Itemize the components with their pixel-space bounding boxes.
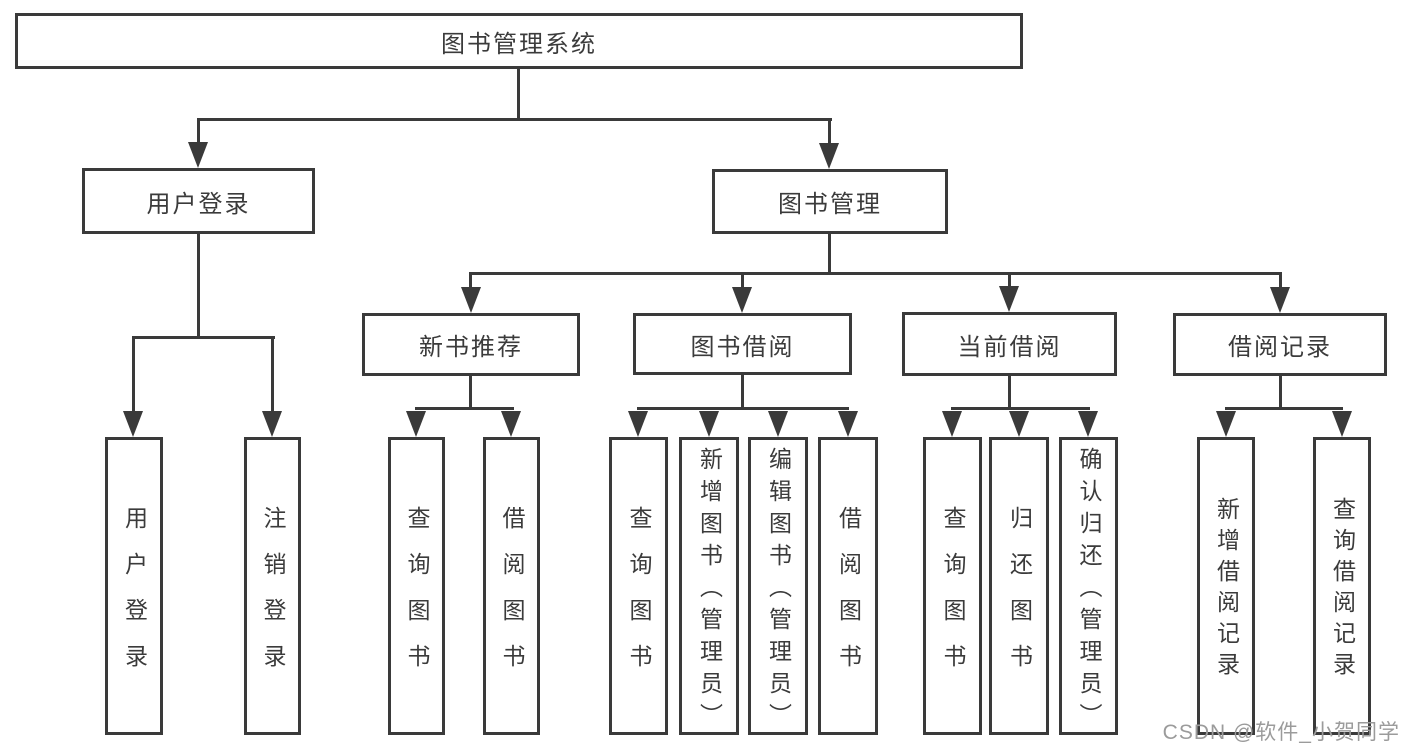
edge-line — [197, 118, 200, 144]
arrow-down-icon — [732, 287, 752, 313]
edge-line — [828, 118, 831, 145]
edge-line — [469, 272, 1282, 275]
edge-line — [415, 407, 514, 410]
arrow-down-icon — [1270, 287, 1290, 313]
leaf-query-books-recommend: 查询图书 — [388, 437, 445, 735]
node-book-management: 图书管理 — [712, 169, 948, 234]
leaf-label: 注销登录 — [260, 505, 286, 690]
leaf-user-login: 用户登录 — [105, 437, 163, 735]
leaf-label: 查询图书 — [940, 505, 966, 690]
arrow-down-icon — [1216, 411, 1236, 437]
arrow-down-icon — [1078, 411, 1098, 437]
leaf-add-book-admin: 新增图书（管理员） — [679, 437, 739, 735]
edge-line — [132, 336, 135, 411]
edge-line — [132, 336, 275, 339]
arrow-down-icon — [819, 143, 839, 169]
arrow-down-icon — [1332, 411, 1352, 437]
node-label: 图书借阅 — [690, 333, 795, 361]
leaf-label: 归还图书 — [1006, 505, 1033, 690]
leaf-label: 确认归还（管理员） — [1076, 446, 1102, 735]
arrow-down-icon — [262, 411, 282, 437]
leaf-label: 编辑图书（管理员） — [765, 446, 792, 735]
node-label: 借阅记录 — [1228, 334, 1332, 361]
edge-line — [1008, 376, 1011, 410]
leaf-borrow-books-borrowing: 借阅图书 — [818, 437, 878, 735]
edge-line — [197, 118, 832, 121]
arrow-down-icon — [188, 142, 208, 168]
leaf-edit-book-admin: 编辑图书（管理员） — [748, 437, 808, 735]
node-user-login: 用户登录 — [82, 168, 315, 234]
edge-line — [828, 234, 831, 275]
leaf-add-borrow-record: 新增借阅记录 — [1197, 437, 1255, 735]
leaf-label: 查询图书 — [404, 505, 430, 690]
edge-line — [1279, 376, 1282, 410]
leaf-label: 新增图书（管理员） — [696, 446, 723, 735]
edge-line — [741, 272, 744, 289]
edge-line — [197, 234, 200, 339]
leaf-query-books-current: 查询图书 — [923, 437, 982, 735]
edge-line — [469, 376, 472, 410]
node-label: 用户登录 — [146, 190, 251, 218]
leaf-label: 查询图书 — [626, 505, 652, 690]
node-book-borrowing: 图书借阅 — [633, 313, 852, 375]
watermark: CSDN @软件_小贺同学 — [1162, 721, 1400, 744]
arrow-down-icon — [628, 411, 648, 437]
edge-line — [1225, 407, 1343, 410]
node-borrowing-records: 借阅记录 — [1173, 313, 1387, 376]
node-new-book-recommendation: 新书推荐 — [362, 313, 580, 376]
node-library-management-system: 图书管理系统 — [15, 13, 1023, 69]
edge-line — [1279, 272, 1282, 289]
arrow-down-icon — [699, 411, 719, 437]
leaf-query-borrow-record: 查询借阅记录 — [1313, 437, 1371, 735]
edge-line — [1008, 272, 1011, 288]
leaf-label: 借阅图书 — [499, 505, 525, 690]
arrow-down-icon — [942, 411, 962, 437]
edge-line — [637, 407, 849, 410]
leaf-return-books: 归还图书 — [989, 437, 1049, 735]
leaf-label: 用户登录 — [121, 505, 148, 690]
leaf-label: 新增借阅记录 — [1213, 497, 1240, 683]
edge-line — [517, 69, 520, 121]
arrow-down-icon — [999, 286, 1019, 312]
arrow-down-icon — [123, 411, 143, 437]
arrow-down-icon — [838, 411, 858, 437]
leaf-label: 借阅图书 — [835, 505, 862, 690]
node-current-borrowing: 当前借阅 — [902, 312, 1117, 376]
edge-line — [271, 336, 274, 411]
edge-line — [741, 375, 744, 410]
arrow-down-icon — [461, 287, 481, 313]
arrow-down-icon — [406, 411, 426, 437]
leaf-borrow-books-recommend: 借阅图书 — [483, 437, 540, 735]
node-label: 图书管理 — [778, 191, 882, 218]
node-label: 图书管理系统 — [441, 30, 597, 58]
leaf-label: 查询借阅记录 — [1329, 497, 1356, 683]
leaf-confirm-return-admin: 确认归还（管理员） — [1059, 437, 1118, 735]
arrow-down-icon — [1009, 411, 1029, 437]
node-label: 当前借阅 — [957, 333, 1062, 361]
node-label: 新书推荐 — [419, 334, 523, 361]
arrow-down-icon — [501, 411, 521, 437]
leaf-logout: 注销登录 — [244, 437, 301, 735]
arrow-down-icon — [768, 411, 788, 437]
leaf-query-books-borrowing: 查询图书 — [609, 437, 668, 735]
edge-line — [469, 272, 472, 289]
edge-line — [951, 407, 1090, 410]
